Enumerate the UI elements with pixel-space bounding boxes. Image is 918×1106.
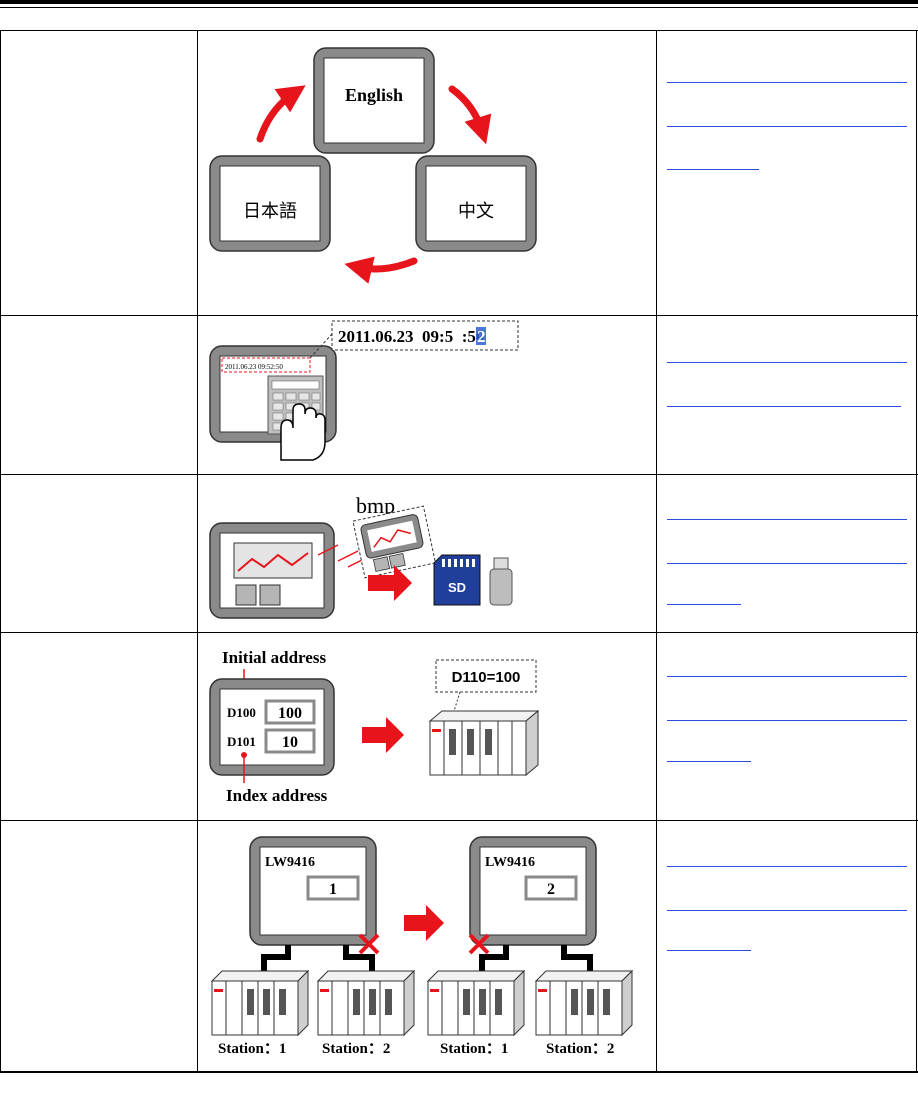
disconnect-mark-a (358, 933, 380, 955)
reg1-value-box (264, 699, 316, 725)
chinese-label: 中文 (458, 201, 494, 221)
datetime-callout (331, 320, 519, 351)
result-leader (453, 691, 461, 712)
link-line[interactable] (667, 362, 907, 363)
col-border-left (0, 30, 1, 1072)
row-divider-3 (0, 632, 918, 633)
datetime-callout-text: 2011.06.23 09:52:50 (338, 327, 484, 346)
transfer-dashes (317, 544, 363, 568)
index-address-label: Index address (226, 786, 328, 805)
highlighted-digit-overlay: 2 (477, 327, 486, 346)
link-line[interactable] (667, 82, 907, 83)
table-bottom-border (0, 1071, 918, 1073)
result-callout (435, 659, 537, 693)
small-datetime-box (221, 357, 311, 373)
row-divider-1 (0, 315, 918, 316)
row3-link-text[interactable] (667, 475, 907, 632)
col-border-1 (197, 30, 198, 1072)
plc-4 (534, 969, 634, 1037)
sd-card-pins (442, 559, 475, 567)
language-switch-diagram: English 日本語 中文 (209, 47, 537, 284)
reg1-name: D100 (227, 705, 256, 720)
callout-leader (309, 333, 333, 359)
link-line[interactable] (667, 720, 907, 721)
japanese-screen (219, 165, 321, 242)
col-border-right (916, 30, 917, 1072)
link-line[interactable] (667, 604, 741, 605)
english-label: English (345, 85, 403, 105)
chinese-screen (425, 165, 527, 242)
panel-a-value: 1 (329, 881, 337, 898)
keypad-display (271, 380, 320, 390)
table-top-border (0, 30, 918, 31)
link-line[interactable] (667, 406, 901, 407)
arrow-chinese-to-japanese (344, 256, 418, 284)
usb-drive-icon (489, 568, 513, 606)
panel-b-value-box (524, 875, 578, 901)
button-1 (235, 584, 257, 606)
trend-line (237, 552, 309, 572)
row4-link-text[interactable] (667, 633, 907, 820)
row5-link-text[interactable] (667, 821, 907, 1071)
link-line[interactable] (667, 761, 751, 762)
arrow-switch-station (404, 905, 444, 941)
reg1-value: 100 (278, 705, 302, 722)
plc-3 (426, 969, 526, 1037)
panel-a-reg: LW9416 (265, 855, 315, 870)
station-label-4: Station：2 (546, 1041, 614, 1057)
arrow-to-storage (368, 565, 412, 601)
reg2-value-box (264, 728, 316, 754)
row-divider-2 (0, 474, 918, 475)
plc-1 (210, 969, 310, 1037)
station-label-3: Station：1 (440, 1041, 508, 1057)
english-screen (323, 57, 425, 144)
station-label-1: Station：1 (218, 1041, 286, 1057)
cables (261, 945, 593, 971)
station-switch-diagram: LW9416 1 LW9416 2 (210, 836, 634, 1057)
arrow-japanese-to-english (256, 85, 306, 143)
row1-link-text[interactable] (667, 31, 907, 315)
screenshot-storage-diagram: bmp SD (209, 493, 513, 619)
link-line[interactable] (667, 910, 907, 911)
link-line[interactable] (667, 950, 751, 951)
col-border-2 (656, 30, 657, 1072)
row2-link-text[interactable] (667, 316, 907, 474)
link-line[interactable] (667, 563, 907, 564)
link-line[interactable] (667, 169, 759, 170)
station-label-2: Station：2 (322, 1041, 390, 1057)
pointing-hand-icon (280, 403, 326, 461)
panel-b-reg: LW9416 (485, 855, 535, 870)
reg2-value: 10 (282, 734, 298, 751)
arrow-english-to-chinese (448, 85, 492, 145)
sd-card-icon (433, 554, 481, 606)
small-datetime: 2011.06.23 09:52:50 (225, 363, 283, 371)
result-text: D110=100 (452, 669, 521, 686)
time-setting-diagram: 2011.06.23 09:52:50 2011.06.23 09:52:50 … (209, 320, 519, 461)
bmp-capture (352, 505, 437, 579)
panel-b-value: 2 (547, 881, 555, 898)
button-2 (259, 584, 281, 606)
highlight-background (476, 327, 486, 345)
reg2-name: D101 (227, 734, 256, 749)
index-address-diagram: Initial address D100 100 D101 10 Index a… (209, 648, 540, 805)
highlighted-digit: 2 (453, 327, 462, 346)
panel-a-value-box (306, 875, 360, 901)
japanese-label: 日本語 (243, 201, 297, 221)
top-rule-thick (0, 0, 918, 4)
row-divider-4 (0, 820, 918, 821)
top-rule-thin (0, 7, 918, 8)
link-line[interactable] (667, 519, 907, 520)
sd-label: SD (448, 580, 466, 595)
disconnect-mark-b (468, 933, 490, 955)
arrow-to-plc (362, 717, 404, 753)
plc-2 (316, 969, 416, 1037)
plc-unit (428, 709, 540, 777)
initial-address-label: Initial address (222, 648, 326, 667)
link-line[interactable] (667, 866, 907, 867)
link-line[interactable] (667, 676, 907, 677)
link-line[interactable] (667, 126, 907, 127)
